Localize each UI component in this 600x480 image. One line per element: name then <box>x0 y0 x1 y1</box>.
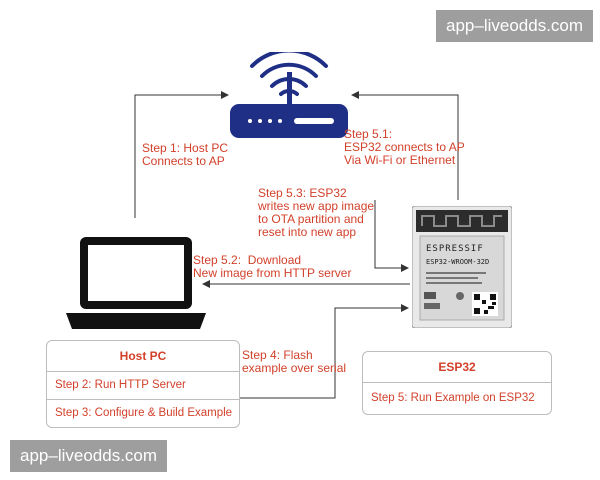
esp32-title: ESP32 <box>438 360 476 374</box>
step-5-1-label: Step 5.1: ESP32 connects to AP Via Wi-Fi… <box>344 127 465 167</box>
step-5-3-label: Step 5.3: ESP32 writes new app image to … <box>258 186 375 239</box>
esp32-box: ESP32 Step 5: Run Example on ESP32 <box>362 351 552 415</box>
host-pc-step-3: Step 3: Configure & Build Example <box>55 407 233 419</box>
esp32-step-5: Step 5: Run Example on ESP32 <box>371 392 535 404</box>
arrow-flash <box>238 304 409 399</box>
step-1-label: Step 1: Host PC Connects to AP <box>142 141 229 168</box>
esp32-module-image: ESPRESSIF ESP32-WROOM-32D <box>412 206 512 328</box>
module-model: ESP32-WROOM-32D <box>426 258 490 266</box>
arrow-ota-write <box>374 200 409 272</box>
watermark-top-right: app–liveodds.com <box>436 10 594 42</box>
step-5-2-label: Step 5.2: Download New image from HTTP s… <box>193 253 352 280</box>
host-pc-box: Host PC Step 2: Run HTTP Server Step 3: … <box>46 340 240 428</box>
step-4-label: Step 4: Flash example over serial <box>242 348 347 375</box>
laptop-icon <box>66 237 206 329</box>
host-pc-title: Host PC <box>119 349 167 363</box>
host-pc-step-2: Step 2: Run HTTP Server <box>55 379 186 391</box>
module-brand: ESPRESSIF <box>426 244 484 254</box>
arrow-esp32-to-ap <box>351 91 459 200</box>
arrow-host-to-ap <box>134 91 229 218</box>
watermark-bottom-left: app–liveodds.com <box>10 440 168 472</box>
router-icon <box>230 52 348 138</box>
